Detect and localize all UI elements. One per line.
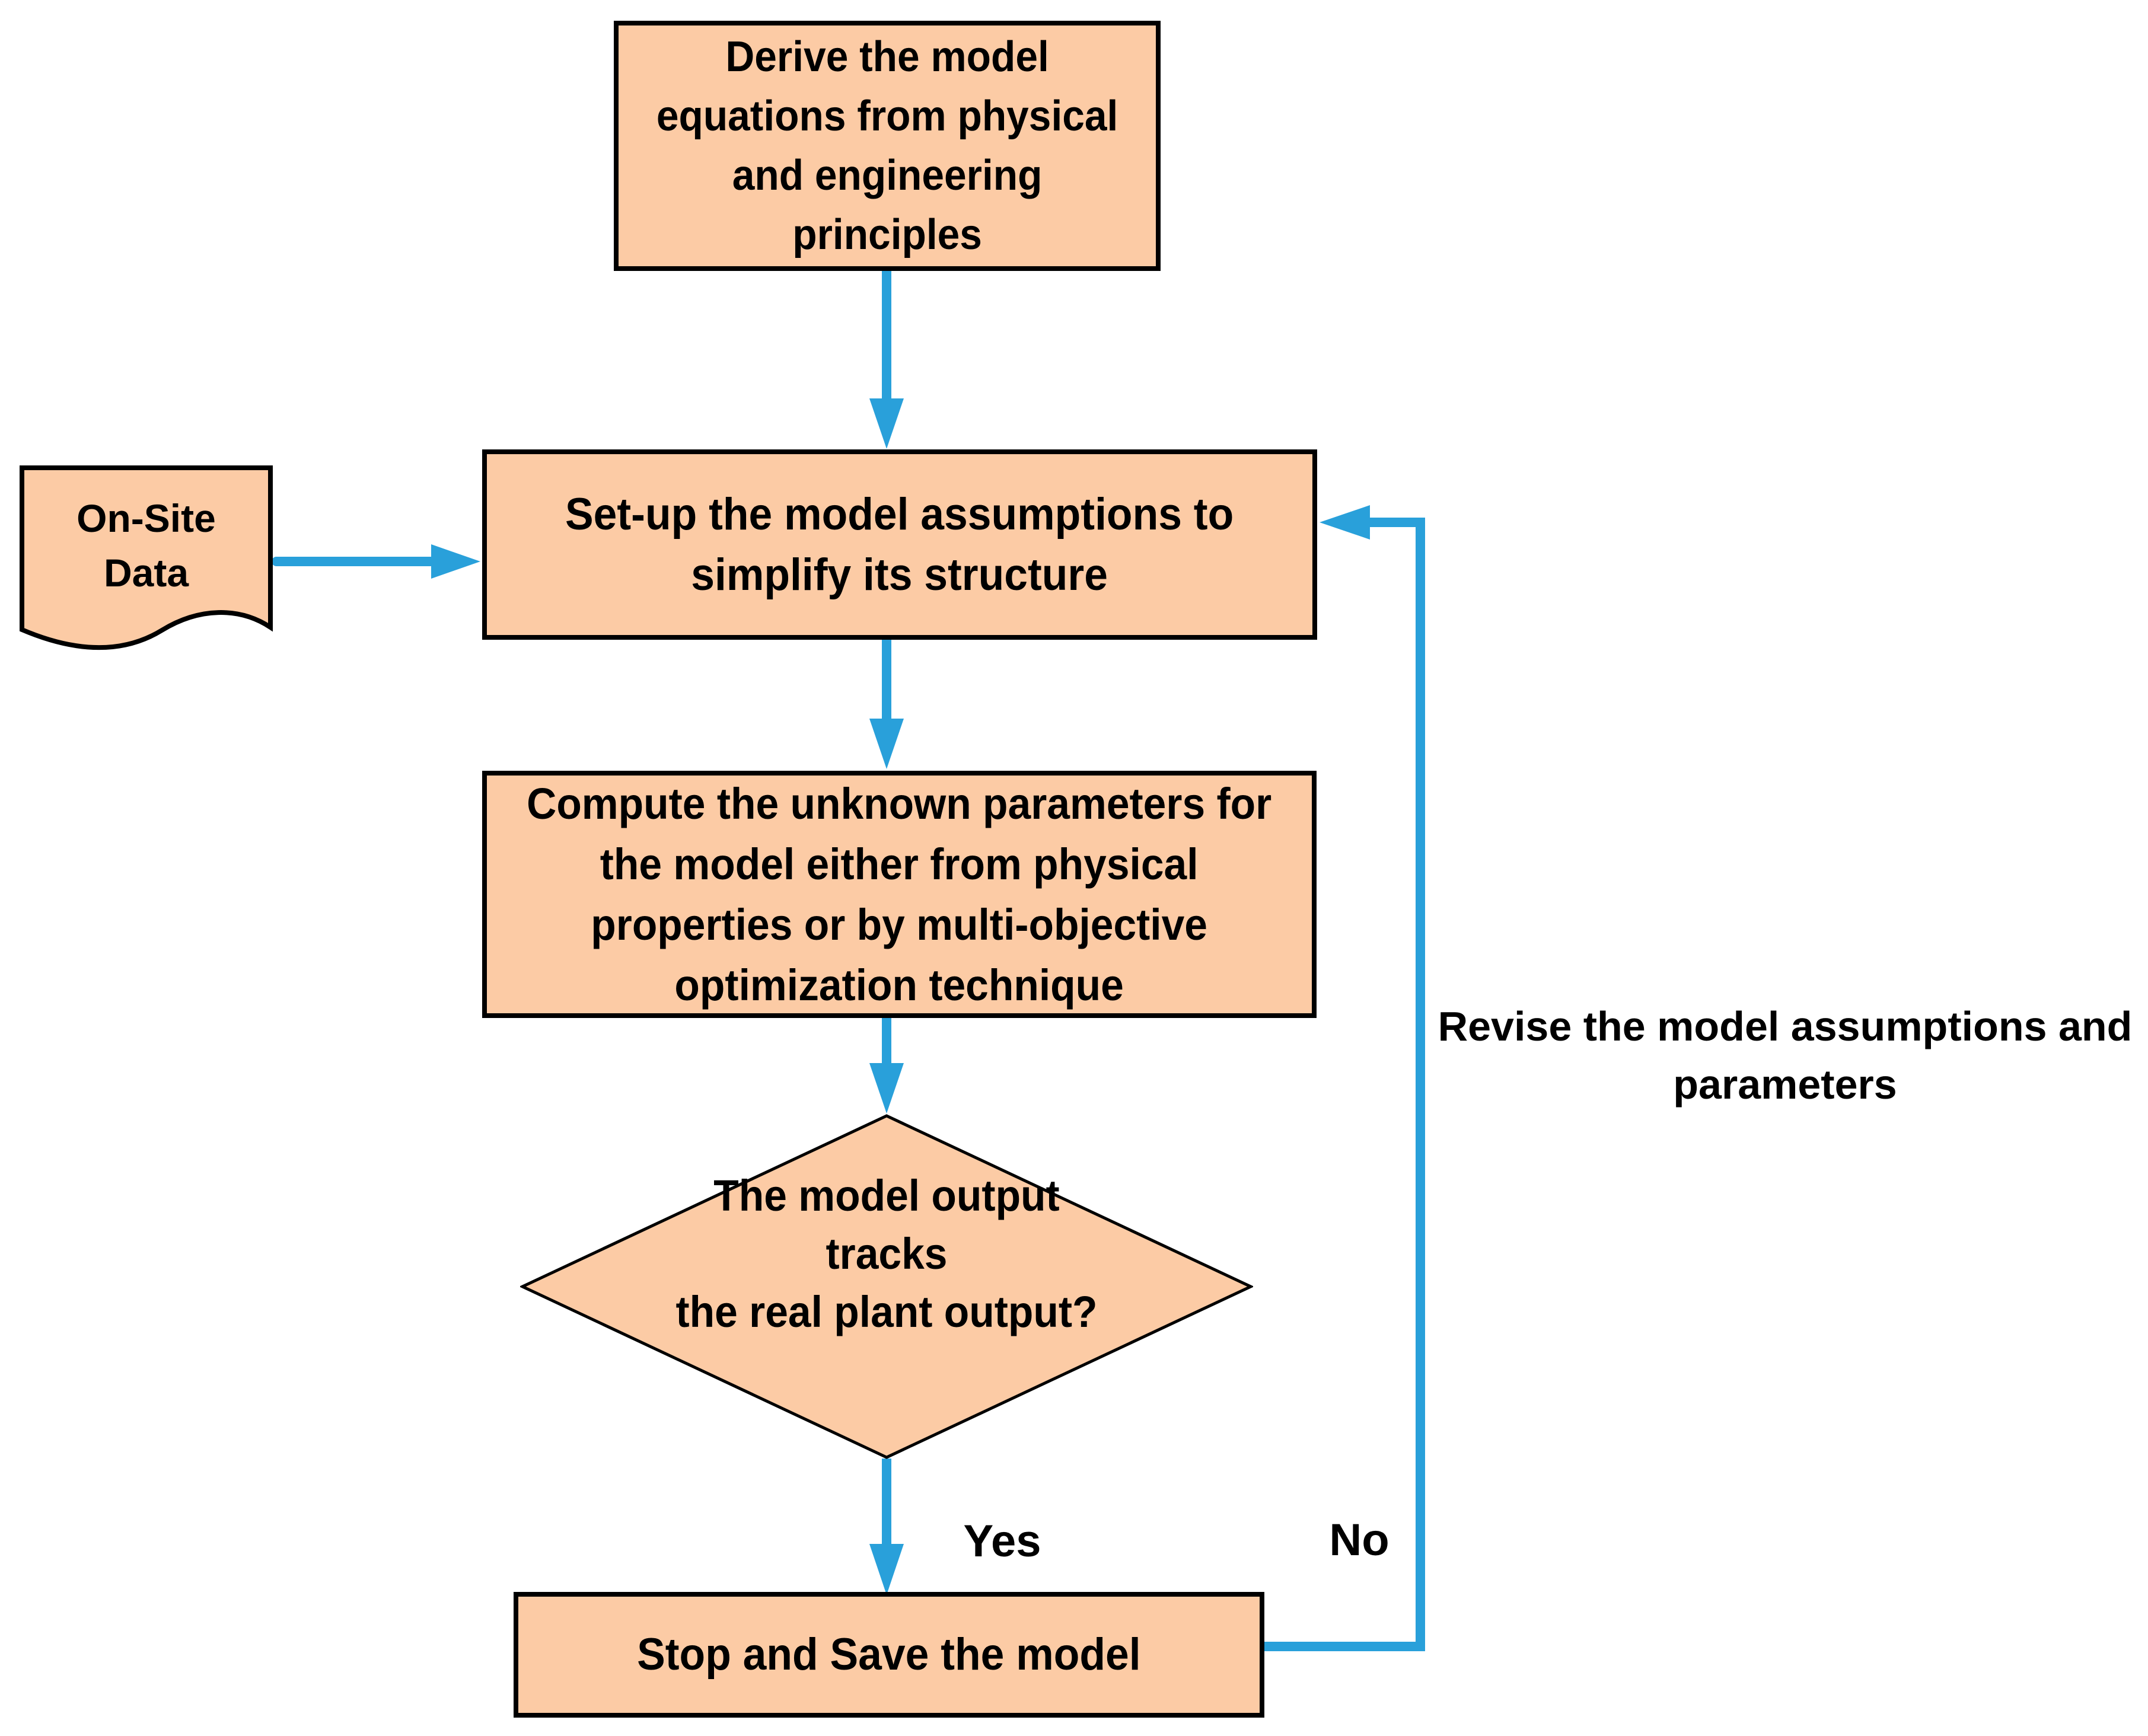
- node-onsite-data-document: On-Site Data: [20, 465, 273, 661]
- node-stop-and-save: Stop and Save the model: [514, 1592, 1264, 1718]
- document-shape-icon: [20, 465, 273, 650]
- node-decision-label: The model output tracks the real plant o…: [675, 1171, 1098, 1336]
- node-compute-label: Compute the unknown parameters for the m…: [527, 778, 1272, 1010]
- node-stop-label: Stop and Save the model: [637, 1629, 1141, 1680]
- arrow-derive-to-setup-head-icon: [869, 398, 904, 449]
- feedback-label-revise: Revise the model assumptions and paramet…: [1438, 1003, 2133, 1108]
- arrow-yes-head-icon: [869, 1544, 904, 1595]
- node-onsite-label: On-Site Data: [77, 496, 216, 595]
- node-setup-label: Set-up the model assumptions to simplify…: [565, 489, 1234, 600]
- node-derive-model-equations: Derive the model equations from physical…: [614, 21, 1161, 271]
- node-setup-model-assumptions: Set-up the model assumptions to simplify…: [482, 449, 1317, 640]
- arrow-onsite-to-setup-head-icon: [431, 544, 480, 579]
- branch-label-yes: Yes: [963, 1516, 1041, 1566]
- node-compute-unknown-parameters: Compute the unknown parameters for the m…: [482, 771, 1317, 1018]
- arrow-no-feedback-line: [1264, 518, 1425, 1651]
- node-decision-model-tracks: The model output tracks the real plant o…: [520, 1113, 1253, 1460]
- branch-label-no: No: [1329, 1515, 1389, 1565]
- diamond-shape-icon: [520, 1114, 1253, 1459]
- arrow-compute-to-decision-head-icon: [869, 1063, 904, 1113]
- node-derive-label: Derive the model equations from physical…: [656, 33, 1118, 259]
- arrow-no-feedback-head-icon: [1320, 505, 1370, 540]
- arrow-setup-to-compute-head-icon: [869, 719, 904, 769]
